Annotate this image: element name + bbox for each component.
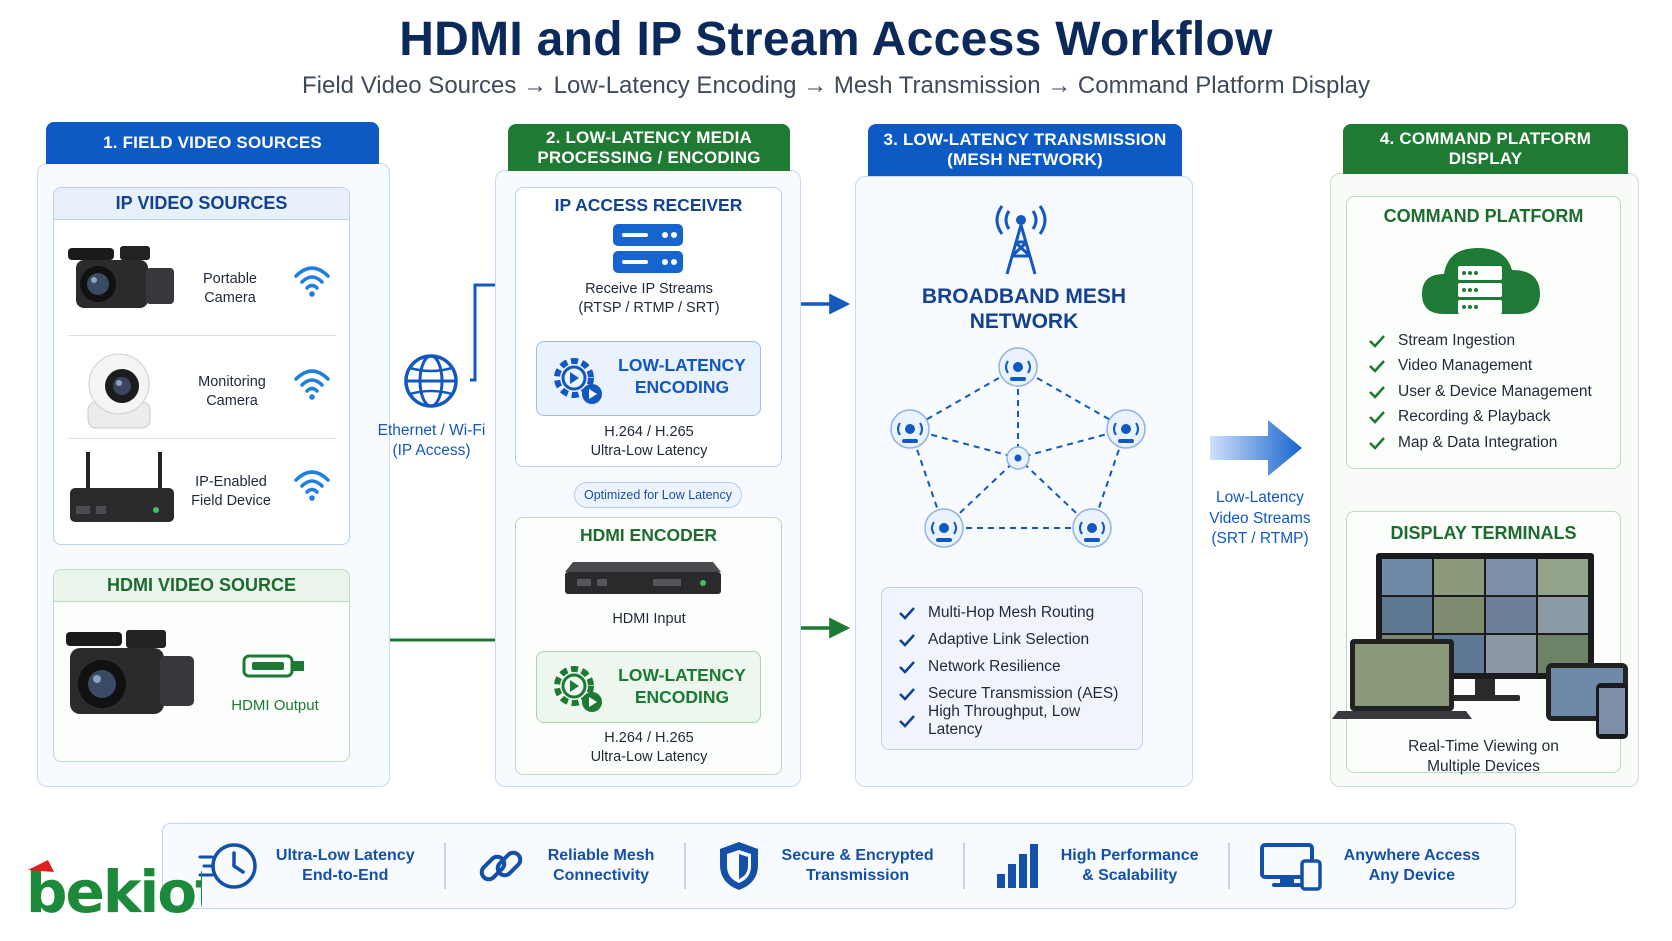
hdmi-source-heading: HDMI VIDEO SOURCE [106,575,297,595]
hdmi-camera-image [66,630,194,714]
divider [1228,843,1230,889]
encoding-gear-icon [554,666,602,712]
check-icon [1369,334,1385,348]
list-item: Multi-Hop Mesh Routing [898,601,1138,625]
devices-icon [1259,843,1322,891]
divider [68,335,336,336]
hdmi-output-label: HDMI Output [231,697,319,714]
check-icon [1369,411,1385,425]
list-item: Recording & Playback [1368,405,1618,431]
mesh-node [1072,508,1112,548]
list-item: Adaptive Link Selection [898,628,1138,652]
check-icon [899,634,915,647]
mesh-node [890,409,930,449]
check-icon [899,661,915,674]
display-terminals-title: DISPLAY TERMINALS [1390,523,1577,543]
globe-icon [404,354,458,408]
feature-performance: High Performance& Scalability [995,842,1199,890]
server-icon [613,224,683,273]
stream-arrow-icon [1210,420,1302,476]
mesh-node [1006,446,1030,470]
list-item: High Throughput, Low Latency [898,703,1138,738]
mesh-feature-list: Multi-Hop Mesh Routing Adaptive Link Sel… [898,601,1138,738]
check-icon [1369,436,1385,450]
page-subtitle: Field Video Sources → Low-Latency Encodi… [302,72,1370,99]
divider [684,843,686,889]
monitoring-camera-image [87,353,151,429]
portable-camera-image [68,246,174,308]
mesh-node [998,347,1038,387]
list-item: Stream Ingestion [1368,328,1618,354]
mesh-network-diagram [890,347,1146,548]
divider [68,438,336,439]
platform-feature-list: Stream Ingestion Video Management User &… [1368,328,1618,456]
list-item: Map & Data Integration [1368,430,1618,456]
optimized-badge: Optimized for Low Latency [574,482,742,508]
hdmi-encoder-title: HDMI ENCODER [579,525,718,545]
list-item: Video Management [1368,354,1618,380]
ip-receiver-title: IP ACCESS RECEIVER [554,195,743,215]
command-platform-title: COMMAND PLATFORM [1383,206,1584,226]
list-item: Secure Transmission (AES) [898,682,1138,706]
divider [963,843,965,889]
mesh-node [1106,409,1146,449]
shield-icon [719,842,758,890]
encoding-gear-icon [554,358,602,404]
list-item: Network Resilience [898,655,1138,679]
page-title: HDMI and IP Stream Access Workflow [399,13,1273,66]
clock-speed-icon [198,843,257,889]
ip-sources-heading: IP VIDEO SOURCES [115,193,288,213]
wifi-icon [294,470,330,501]
command-platform-box [1346,196,1621,469]
check-icon [1369,360,1385,374]
check-icon [899,607,915,620]
wifi-icon [294,369,330,400]
check-icon [899,688,915,701]
hdmi-encoder-box [515,517,782,775]
ethernet-label: Ethernet / Wi-Fi(IP Access) [377,422,486,459]
bekiot-logo: bekiot [26,858,202,920]
ip-receiver-desc: Receive IP Streams(RTSP / RTMP / SRT) [578,281,720,316]
check-icon [1369,385,1385,399]
antenna-tower-icon [995,205,1047,275]
wifi-icon [294,266,330,297]
svg-text:bekiot: bekiot [26,858,202,920]
divider [444,843,446,889]
hdmi-connector-icon [242,654,304,678]
col1-heading: 1. FIELD VIDEO SOURCES [46,122,379,164]
link-icon [479,850,522,882]
list-item: User & Device Management [1368,379,1618,405]
mesh-node [924,508,964,548]
hdmi-input-label: HDMI Input [612,611,686,627]
bar-chart-icon [996,844,1038,888]
col3-heading: 3. LOW-LATENCY TRANSMISSION(MESH NETWORK… [868,124,1182,176]
field-device-image [70,452,174,522]
display-devices-image [1332,553,1628,739]
check-icon [899,715,915,728]
hdmi-encoder-device-image [565,562,721,594]
mesh-features-box [881,587,1143,750]
cloud-server-icon [1422,248,1540,314]
